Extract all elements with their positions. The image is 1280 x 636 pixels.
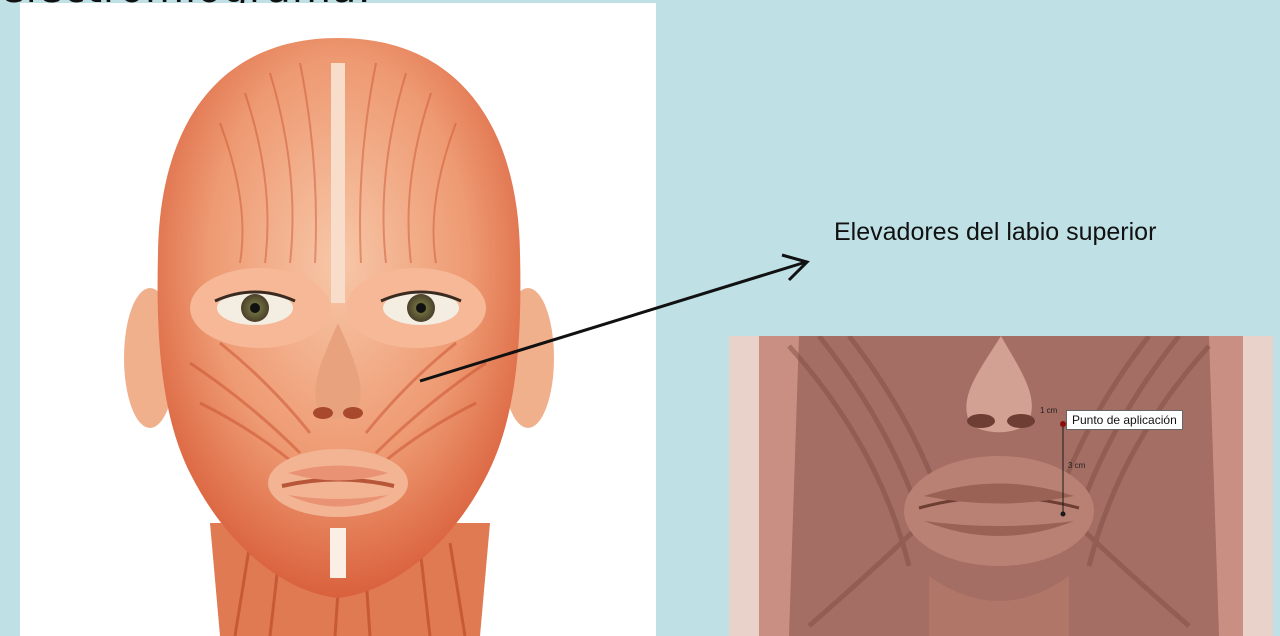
facial-muscles-illustration-icon: [20, 3, 656, 636]
perioral-muscles-detail-icon: [729, 336, 1273, 636]
perioral-muscles-image: [729, 336, 1273, 636]
distance-label-1cm: 1 cm: [1040, 406, 1057, 415]
distance-label-3cm: 3 cm: [1068, 461, 1085, 470]
callout-label: Elevadores del labio superior: [834, 218, 1156, 247]
facial-muscles-image: [20, 3, 656, 636]
application-point-label: Punto de aplicación: [1066, 410, 1183, 430]
